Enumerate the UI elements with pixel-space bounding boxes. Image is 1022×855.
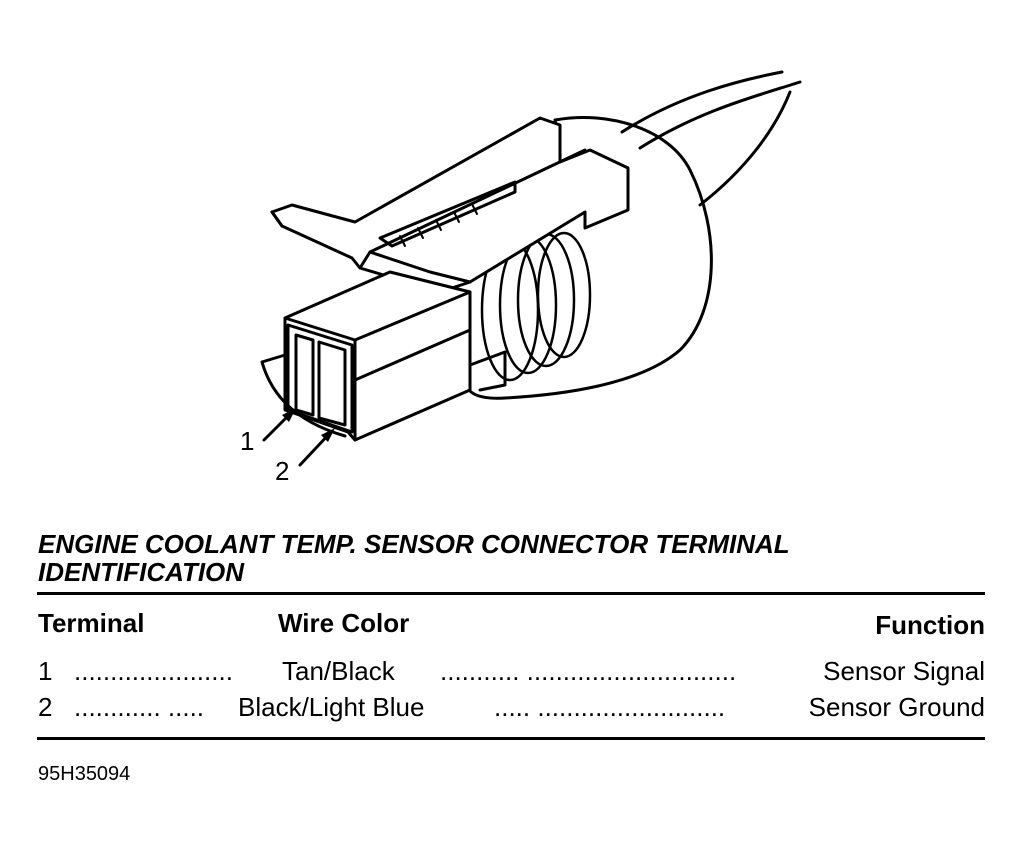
terminal-function: Sensor Ground (808, 692, 985, 722)
connector-illustration (260, 70, 802, 467)
locking-latch (270, 116, 630, 294)
header-terminal: Terminal (38, 608, 145, 638)
leader-dots: ...................... (74, 656, 233, 686)
top-rule (37, 592, 985, 595)
table-row: 2 ............ ..... Black/Light Blue ..… (38, 690, 985, 724)
header-function: Function (875, 610, 985, 640)
callout-1: 1 (240, 426, 255, 456)
terminal-cavities (286, 323, 354, 434)
wire-color: Black/Light Blue (238, 692, 425, 722)
leader-dots: ........... ............................… (440, 656, 737, 686)
figure-id: 95H35094 (38, 763, 131, 785)
callout-2: 2 (275, 456, 290, 486)
bottom-rule (37, 737, 985, 740)
terminal-function: Sensor Signal (823, 656, 985, 686)
wire-leads (620, 70, 802, 207)
callout-arrows (262, 408, 335, 467)
wire-color: Tan/Black (282, 656, 395, 686)
terminal-number: 1 (38, 656, 53, 686)
leader-dots: ............ ..... (74, 692, 205, 722)
leader-dots: ..... .......................... (494, 692, 726, 722)
figure-title: ENGINE COOLANT TEMP. SENSOR CONNECTOR TE… (38, 529, 790, 587)
table-row: 1 ...................... Tan/Black .....… (38, 654, 985, 688)
terminal-number: 2 (38, 692, 53, 722)
connector-housing (260, 270, 507, 442)
header-wire-color: Wire Color (278, 608, 410, 638)
